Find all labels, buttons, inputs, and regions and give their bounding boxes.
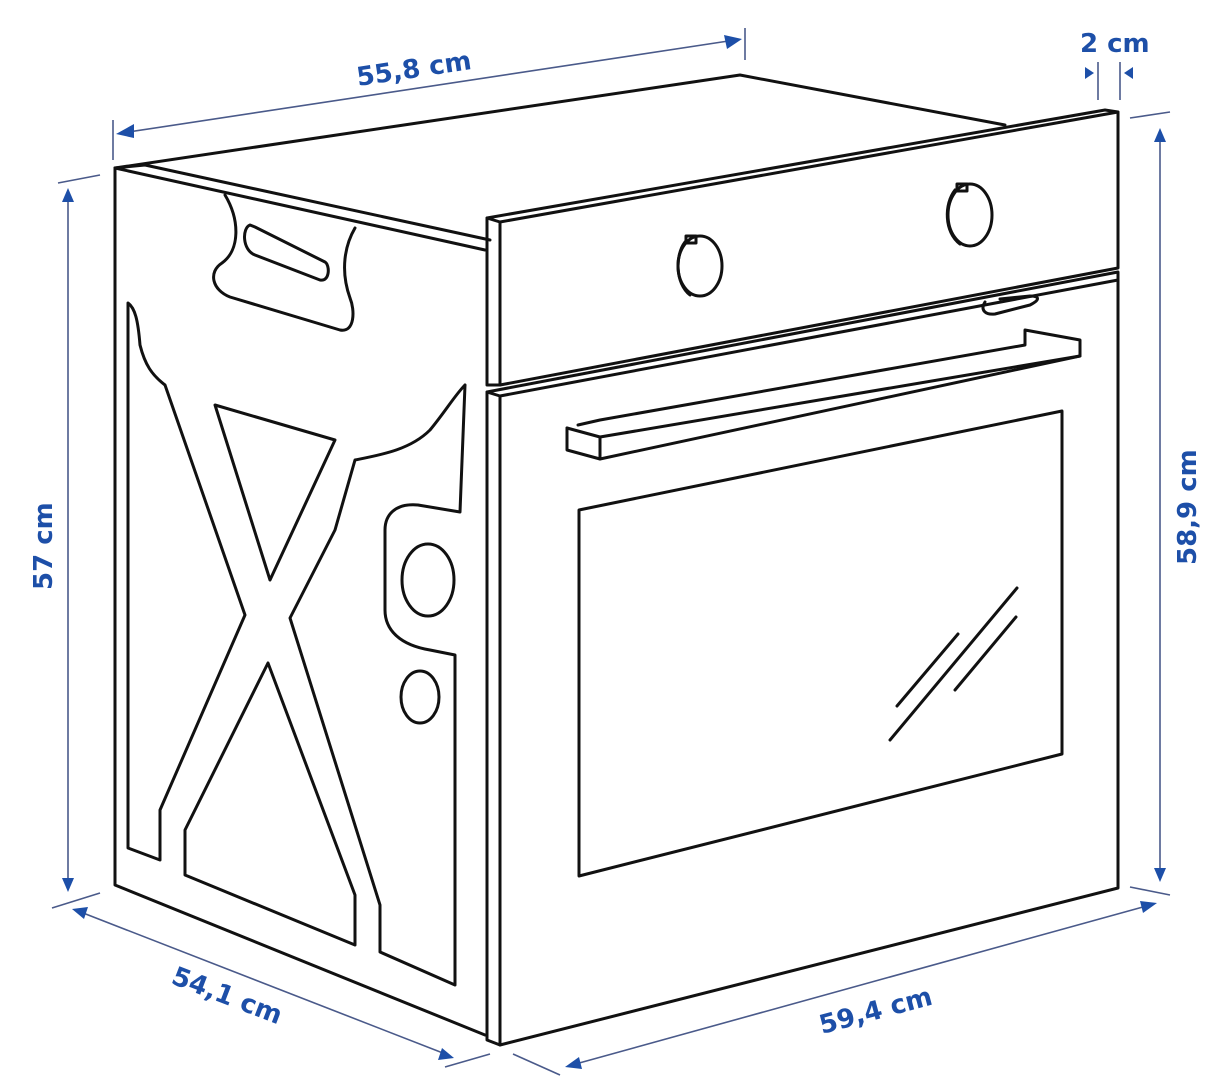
side-hole-small-icon bbox=[399, 669, 441, 725]
body-height-label: 57 cm bbox=[29, 502, 59, 590]
arrow-right-icon bbox=[724, 35, 742, 49]
right-control-knob[interactable] bbox=[945, 182, 994, 248]
carry-handle-slot bbox=[243, 223, 330, 282]
dimension-line bbox=[77, 910, 449, 1056]
arrow-right-icon bbox=[1085, 67, 1094, 79]
dimension-top-depth: 55,8 cm bbox=[112, 28, 746, 160]
door-latch-icon bbox=[981, 294, 1039, 316]
oven-body bbox=[113, 73, 1007, 1037]
door-face bbox=[485, 270, 1120, 1047]
side-panel-outline bbox=[113, 166, 487, 1037]
dimension-side-depth: 54,1 cm bbox=[51, 892, 491, 1068]
oven-door bbox=[485, 270, 1120, 1047]
glass-reflection-line bbox=[895, 632, 960, 708]
dimension-body-height: 57 cm bbox=[29, 174, 101, 892]
upper-triangle-cutout bbox=[213, 403, 337, 582]
arrow-right-icon bbox=[438, 1048, 454, 1060]
arrow-left-icon bbox=[72, 907, 88, 919]
control-panel bbox=[485, 108, 1120, 387]
arrow-left-icon bbox=[565, 1057, 582, 1069]
extension-line bbox=[51, 892, 101, 909]
front-height-label: 58,9 cm bbox=[1173, 449, 1203, 565]
dimension-line bbox=[571, 904, 1151, 1066]
glass-reflection-line bbox=[888, 586, 1019, 742]
arrow-up-icon bbox=[62, 188, 74, 202]
carry-handle-icon bbox=[212, 193, 357, 332]
front-width-label: 59,4 cm bbox=[816, 982, 936, 1041]
door-handle-bottom bbox=[598, 354, 1082, 461]
top-back-edge bbox=[113, 73, 1007, 170]
knob-rim bbox=[945, 188, 962, 246]
extension-line bbox=[444, 1053, 491, 1068]
top-left-edge bbox=[113, 163, 492, 242]
side-depth-label: 54,1 cm bbox=[167, 962, 286, 1031]
extension-line bbox=[57, 174, 101, 184]
dimension-panel-thickness: 2 cm bbox=[1080, 29, 1150, 100]
arrow-down-icon bbox=[1154, 868, 1166, 882]
door-handle[interactable] bbox=[565, 328, 1082, 461]
top-depth-label: 55,8 cm bbox=[355, 46, 474, 93]
knob-rim bbox=[676, 240, 692, 297]
dimension-line bbox=[121, 39, 736, 134]
left-cutout bbox=[126, 301, 247, 862]
door-handle-bar bbox=[565, 328, 1082, 439]
arrow-right-icon bbox=[1140, 901, 1157, 913]
dimension-front-height: 58,9 cm bbox=[1129, 111, 1203, 882]
arrow-up-icon bbox=[1154, 128, 1166, 142]
side-panel-cutouts bbox=[126, 193, 467, 987]
right-cutout-frame bbox=[288, 383, 467, 987]
knob-indicator bbox=[955, 182, 969, 193]
dimension-front-width: 59,4 cm bbox=[512, 886, 1171, 1076]
side-hole-large-icon bbox=[400, 542, 456, 618]
door-handle-end bbox=[565, 426, 602, 461]
arrow-left-icon bbox=[1124, 67, 1133, 79]
control-panel-top-edge bbox=[485, 110, 1120, 224]
side-top-edge bbox=[113, 166, 487, 252]
left-control-knob[interactable] bbox=[676, 234, 724, 298]
extension-line bbox=[512, 1053, 561, 1076]
arrow-left-icon bbox=[116, 124, 134, 138]
knob-indicator bbox=[684, 234, 698, 245]
panel-thickness-label: 2 cm bbox=[1080, 29, 1150, 59]
lower-triangle-cutout bbox=[183, 661, 357, 947]
arrow-down-icon bbox=[62, 878, 74, 892]
extension-line bbox=[1129, 111, 1171, 119]
control-panel-face bbox=[485, 108, 1120, 387]
extension-line bbox=[1129, 886, 1171, 896]
glass-reflection-line bbox=[953, 615, 1018, 692]
door-window bbox=[577, 409, 1064, 878]
